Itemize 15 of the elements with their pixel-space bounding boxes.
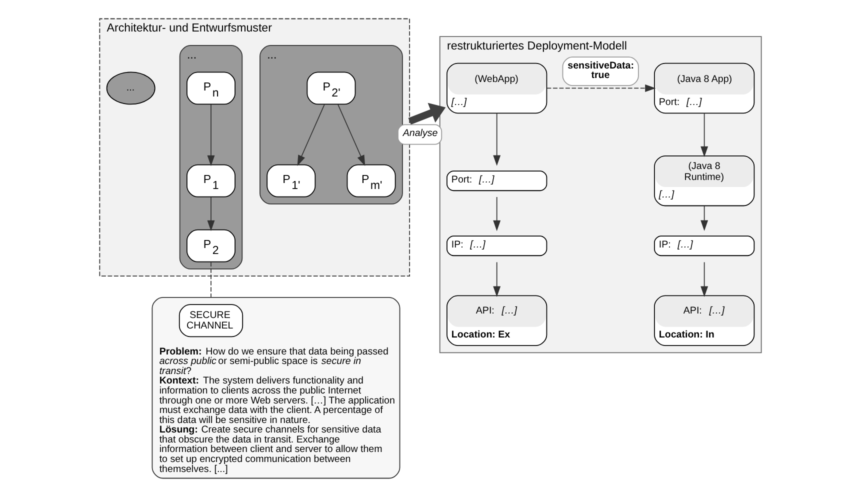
arrow — [492, 112, 500, 166]
connector — [210, 262, 211, 298]
arrow — [206, 196, 214, 232]
arrow — [700, 112, 708, 158]
arrow — [700, 262, 708, 297]
arrow — [296, 104, 324, 166]
node-ellipse: ... — [106, 72, 155, 105]
arrow — [492, 262, 500, 297]
arrow — [337, 104, 365, 166]
arrow — [492, 196, 500, 232]
edge-label: sensitiveData: true — [567, 60, 634, 82]
arrow — [700, 206, 708, 231]
node-box: SECURE CHANNEL — [178, 304, 243, 338]
arrow — [206, 104, 214, 166]
arrow — [546, 84, 656, 92]
